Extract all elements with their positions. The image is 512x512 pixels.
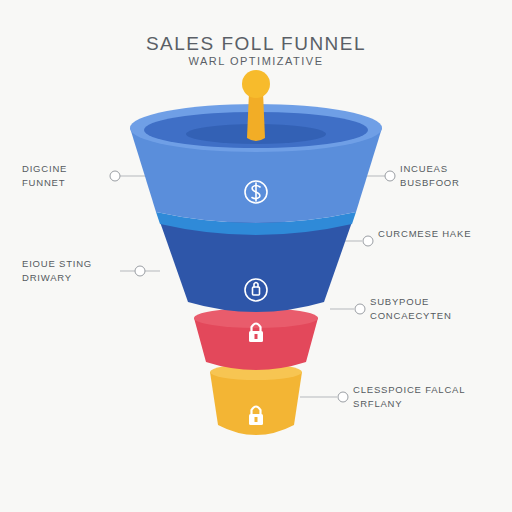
diagram-title: SALES FOLL FUNNEL bbox=[16, 33, 496, 55]
side-label: INCUEAS BUSBFOOR bbox=[400, 162, 504, 191]
side-label: CLESSPOICE FALCAL SRFLANY bbox=[353, 383, 465, 412]
side-label: CURCMESE HAKE bbox=[378, 227, 482, 241]
subtitle: WARL OPTIMIZATIVE bbox=[56, 55, 456, 67]
side-label: SUBYPOUE CONCAECYTEN bbox=[370, 295, 480, 324]
side-label: EIOUE STING DRIWARY bbox=[22, 257, 130, 286]
side-label: DIGCINE FUNNET bbox=[22, 162, 106, 191]
